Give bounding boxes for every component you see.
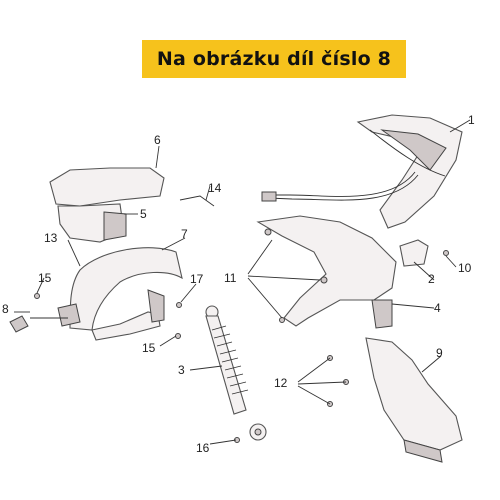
wiring-harness: [261, 171, 419, 202]
callout-7: 7: [181, 227, 188, 241]
callout-16: 16: [196, 441, 210, 455]
callout-17: 17: [190, 272, 204, 286]
callout-13: 13: [44, 231, 58, 245]
leader-lines: [14, 119, 471, 445]
callout-4: 4: [434, 301, 441, 315]
part-1-front-cover: [356, 114, 463, 229]
part-2-bracket: [399, 239, 429, 267]
callout-10: 10: [458, 261, 472, 275]
part-5-storage-box: [57, 203, 127, 243]
part-9-lower-cover: [365, 337, 463, 463]
fasteners: [34, 250, 449, 443]
part-3-shock-absorber: [205, 305, 267, 441]
callout-9: 9: [436, 346, 443, 360]
callout-12: 12: [274, 376, 288, 390]
callout-5: 5: [140, 207, 147, 221]
part-14-cable: [179, 195, 215, 207]
part-7-rear-mudguard: [57, 247, 183, 341]
callout-3: 3: [178, 363, 185, 377]
callout-11: 11: [224, 271, 237, 285]
banner-text: Na obrázku díl číslo 8: [156, 48, 392, 70]
callout-15-upper: 15: [38, 271, 52, 285]
part-4-inner-panel: [256, 215, 397, 329]
callout-labels: 1 2 3 4 5 6 7 8 9 10 11 12 13 14 15 15 1…: [2, 113, 475, 455]
callout-6: 6: [154, 133, 161, 147]
callout-1: 1: [468, 113, 475, 127]
part-8-bolt: [9, 315, 29, 333]
part-6-tray: [49, 167, 165, 207]
callout-2: 2: [428, 272, 435, 286]
callout-14: 14: [208, 181, 222, 195]
callout-15-lower: 15: [142, 341, 156, 355]
callout-8: 8: [2, 302, 9, 316]
part-number-banner: Na obrázku díl číslo 8: [142, 40, 406, 78]
